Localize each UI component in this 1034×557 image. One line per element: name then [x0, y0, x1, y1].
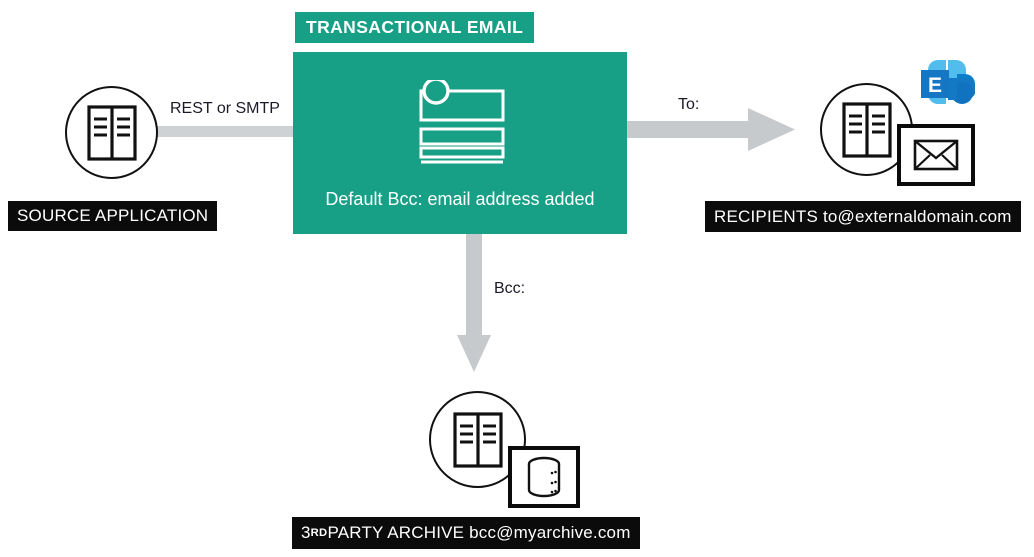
recipients-envelope-badge	[897, 124, 975, 186]
archive-database-badge	[508, 446, 580, 508]
svg-text:E: E	[928, 74, 942, 97]
recipients-label-text: RECIPIENTS to@externaldomain.com	[714, 206, 1012, 226]
connector-source-to-transactional	[152, 126, 295, 137]
archive-label-rest: PARTY ARCHIVE bcc@myarchive.com	[327, 523, 631, 542]
transactional-email-tag-text: TRANSACTIONAL EMAIL	[306, 17, 524, 37]
connector-label-bcc: Bcc:	[494, 280, 526, 297]
microsoft-exchange-icon: E	[921, 60, 975, 104]
book-icon	[452, 411, 503, 468]
connector-label-to: To:	[678, 96, 700, 113]
archive-label-ordinal-suffix: RD	[310, 527, 328, 539]
source-application-label-text: SOURCE APPLICATION	[17, 206, 209, 225]
archive-label-ordinal: 3	[301, 523, 311, 542]
transactional-email-box: Default Bcc: email address added	[293, 52, 627, 234]
connector-label-rest-or-smtp: REST or SMTP	[170, 100, 280, 117]
recipients-label: RECIPIENTS to@externaldomain.com	[705, 201, 1021, 232]
book-icon	[86, 104, 137, 161]
transactional-email-tag: TRANSACTIONAL EMAIL	[295, 12, 535, 43]
transactional-email-caption: Default Bcc: email address added	[325, 189, 595, 209]
envelope-icon	[913, 139, 959, 171]
source-application-node	[65, 86, 158, 179]
arrow-to-archive	[457, 234, 491, 372]
book-icon	[841, 101, 892, 158]
database-icon	[527, 456, 561, 498]
source-application-label: SOURCE APPLICATION	[8, 201, 218, 231]
form-list-icon	[419, 80, 505, 164]
arrow-to-recipients	[627, 108, 795, 151]
